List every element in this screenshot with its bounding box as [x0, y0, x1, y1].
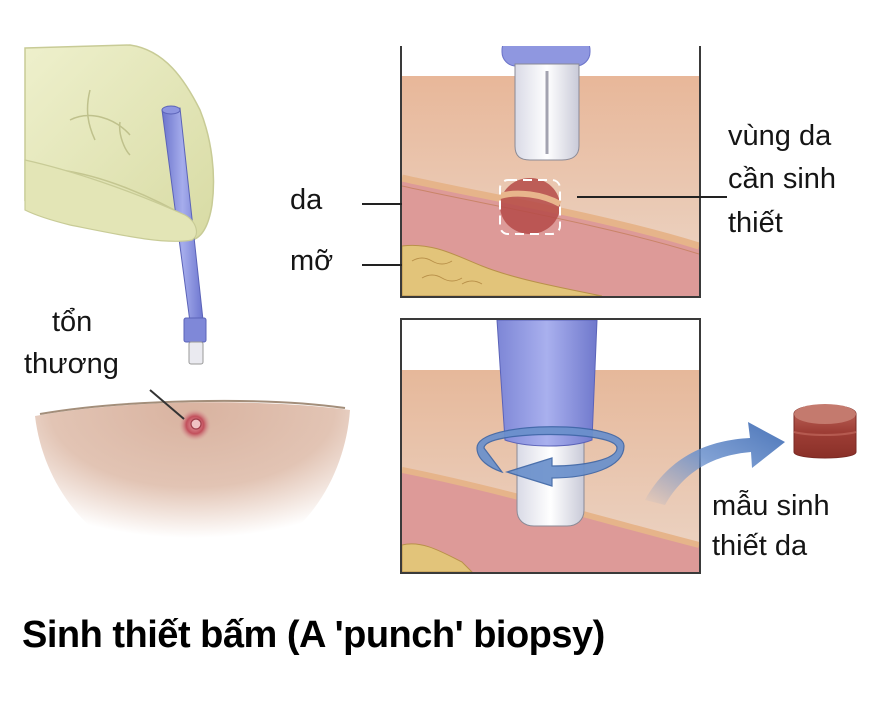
lesion-label-line1: tổn — [52, 306, 93, 338]
panel-rotating-punch — [400, 318, 701, 574]
skin-leader-line — [362, 203, 402, 205]
rotation-arrow-icon — [476, 426, 625, 487]
panel-before-punch — [400, 46, 701, 298]
target-label-line3: thiết — [728, 207, 783, 239]
skin-surface-illustration — [35, 402, 350, 572]
punch-tool-icon — [496, 320, 598, 447]
hand-with-punch-illustration — [0, 0, 400, 580]
target-area-icon — [500, 178, 560, 234]
figure-title: Sinh thiết bấm (A 'punch' biopsy) — [22, 614, 605, 656]
target-leader-line — [577, 196, 727, 198]
fat-label: mỡ — [290, 245, 334, 277]
arrow-right-icon — [645, 422, 785, 505]
skin-label: da — [290, 184, 323, 216]
fat-layer-illustration — [402, 244, 603, 296]
target-label-line1: vùng da — [728, 120, 832, 152]
fat-leader-line — [362, 264, 402, 266]
sample-label-line1: mẫu sinh — [712, 490, 830, 522]
lesion-label-line2: thương — [24, 348, 119, 380]
target-label-line2: cần sinh — [728, 163, 837, 195]
sample-label-line2: thiết da — [712, 530, 808, 562]
transfer-arrow — [640, 400, 790, 510]
biopsy-sample-icon — [790, 392, 860, 462]
